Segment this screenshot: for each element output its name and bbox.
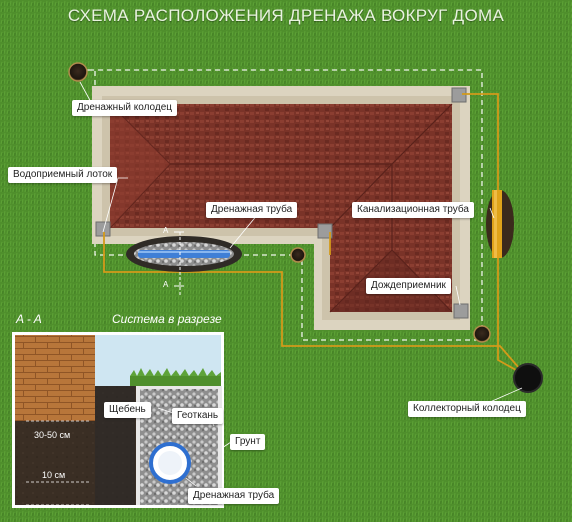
- drain-collector-line: [103, 232, 526, 376]
- label-rain-inlet: Дождеприемник: [366, 278, 451, 294]
- gutter-box-left: [95, 221, 111, 237]
- depth-label-top: 30-50 см: [34, 430, 71, 440]
- label-collector-well: Коллекторный колодец: [408, 401, 526, 417]
- drain-well-top-left: [68, 62, 88, 82]
- label-drain-well: Дренажный колодец: [72, 100, 177, 116]
- cut-mark-top: A: [163, 226, 169, 235]
- drain-well-middle: [290, 247, 306, 263]
- collector-well: [513, 363, 543, 393]
- label-geotextile: Геоткань: [172, 408, 224, 424]
- label-water-tray: Водоприемный лоток: [8, 167, 118, 183]
- gutter-box-middle: [317, 223, 333, 239]
- label-sewer-pipe: Канализационная труба: [352, 202, 474, 218]
- drain-well-bottom-right: [473, 325, 491, 343]
- section-grass: [130, 376, 221, 386]
- page-title: СХЕМА РАСПОЛОЖЕНИЯ ДРЕНАЖА ВОКРУГ ДОМА: [67, 6, 505, 25]
- rain-inlet-box: [453, 303, 469, 319]
- depth-label-bottom: 10 см: [42, 470, 66, 480]
- section-brick-wall: [15, 335, 95, 421]
- gutter-box-top-right: [451, 87, 467, 103]
- cut-mark-bottom: A: [163, 280, 169, 289]
- label-gravel: Щебень: [104, 402, 151, 418]
- roof-hip-left: [110, 104, 170, 228]
- label-drain-pipe: Дренажная труба: [206, 202, 298, 218]
- section-title: Система в разрезе: [112, 312, 222, 326]
- label-soil: Грунт: [230, 434, 266, 450]
- label-section-pipe: Дренажная труба: [188, 488, 280, 504]
- section-marker: A - A: [16, 312, 42, 326]
